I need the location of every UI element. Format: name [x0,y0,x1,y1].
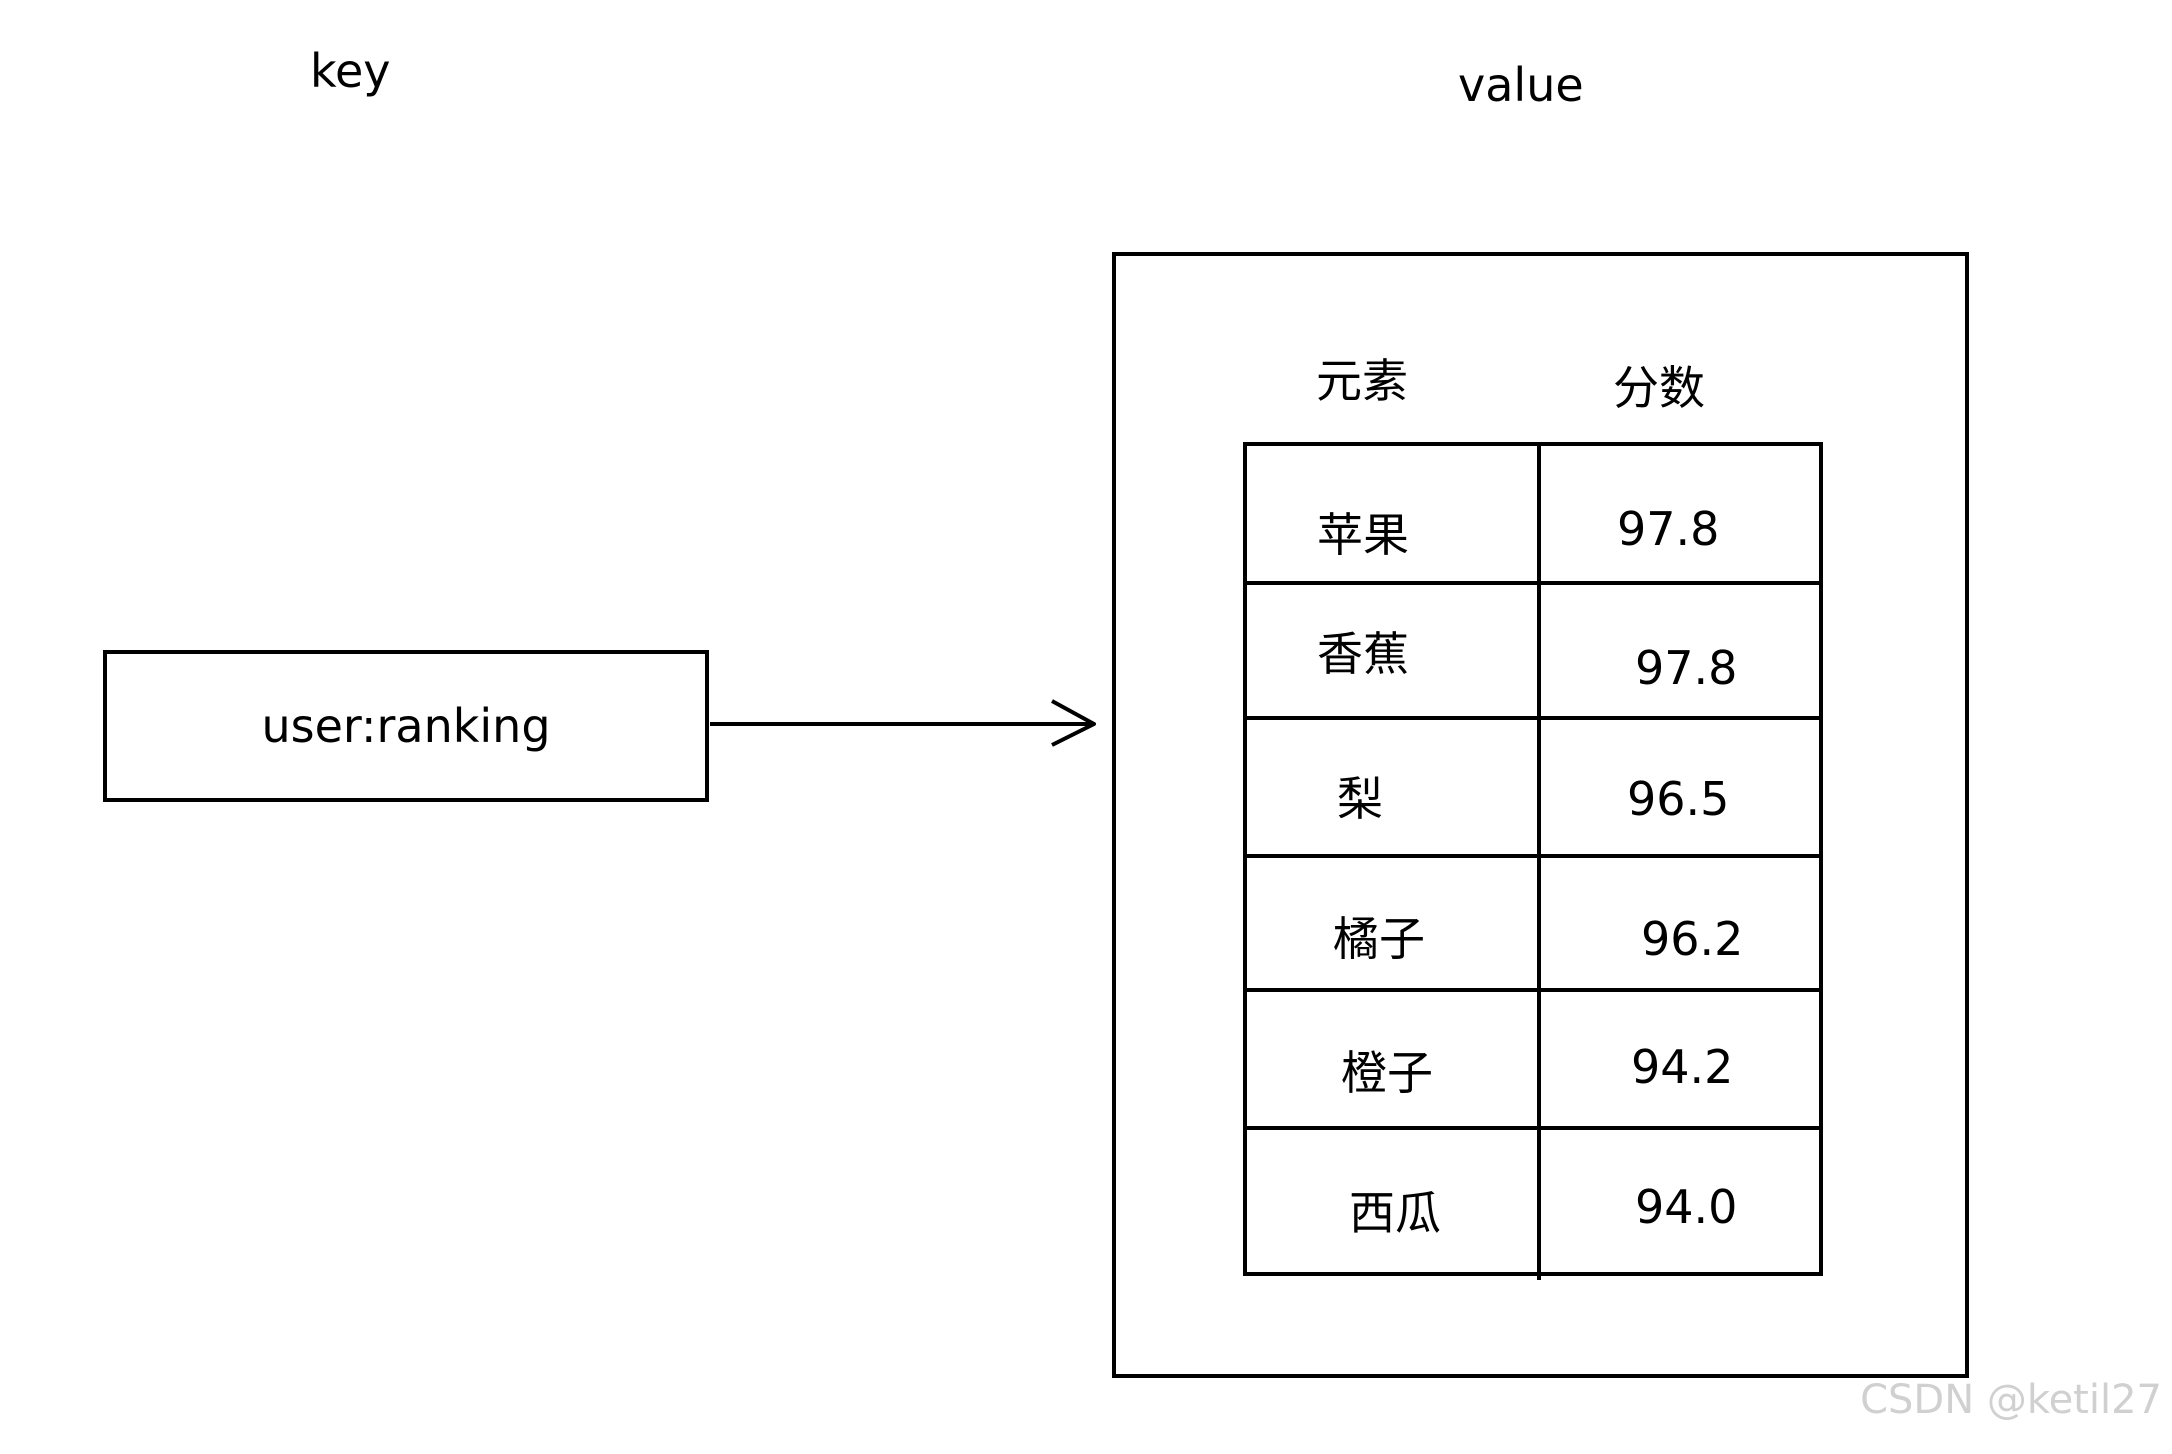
element-cell: 橘子 [1333,912,1425,966]
table-row: 香蕉 97.8 [1247,581,1819,720]
element-cell: 香蕉 [1317,627,1409,681]
element-cell: 苹果 [1317,508,1409,562]
key-box-text: user:ranking [261,699,551,753]
column-divider [1537,1126,1541,1280]
score-cell: 96.2 [1641,912,1744,966]
key-box: user:ranking [103,650,709,802]
score-cell: 94.0 [1635,1180,1738,1234]
table-row: 橙子 94.2 [1247,988,1819,1130]
element-cell: 橙子 [1341,1046,1433,1100]
column-header-score: 分数 [1613,361,1705,415]
sorted-set-table: 苹果 97.8 香蕉 97.8 梨 96.5 橘子 96.2 橙子 94.2 西… [1243,442,1823,1280]
element-cell: 西瓜 [1349,1186,1441,1240]
column-divider [1537,716,1541,858]
table-row: 苹果 97.8 [1247,442,1819,585]
key-label: key [310,44,391,98]
column-divider [1537,442,1541,585]
column-header-element: 元素 [1316,354,1408,408]
watermark: CSDN @ketil27 [1860,1377,2162,1423]
score-cell: 97.8 [1635,641,1738,695]
table-row: 橘子 96.2 [1247,854,1819,992]
score-cell: 96.5 [1627,772,1730,826]
element-cell: 梨 [1337,772,1383,826]
table-row: 西瓜 94.0 [1247,1126,1819,1280]
column-divider [1537,988,1541,1130]
score-cell: 94.2 [1631,1040,1734,1094]
column-divider [1537,854,1541,992]
table-row: 梨 96.5 [1247,716,1819,858]
column-divider [1537,581,1541,720]
value-box [1112,252,1969,1378]
score-cell: 97.8 [1617,502,1720,556]
value-label: value [1458,58,1584,112]
arrow-head [1051,699,1096,747]
